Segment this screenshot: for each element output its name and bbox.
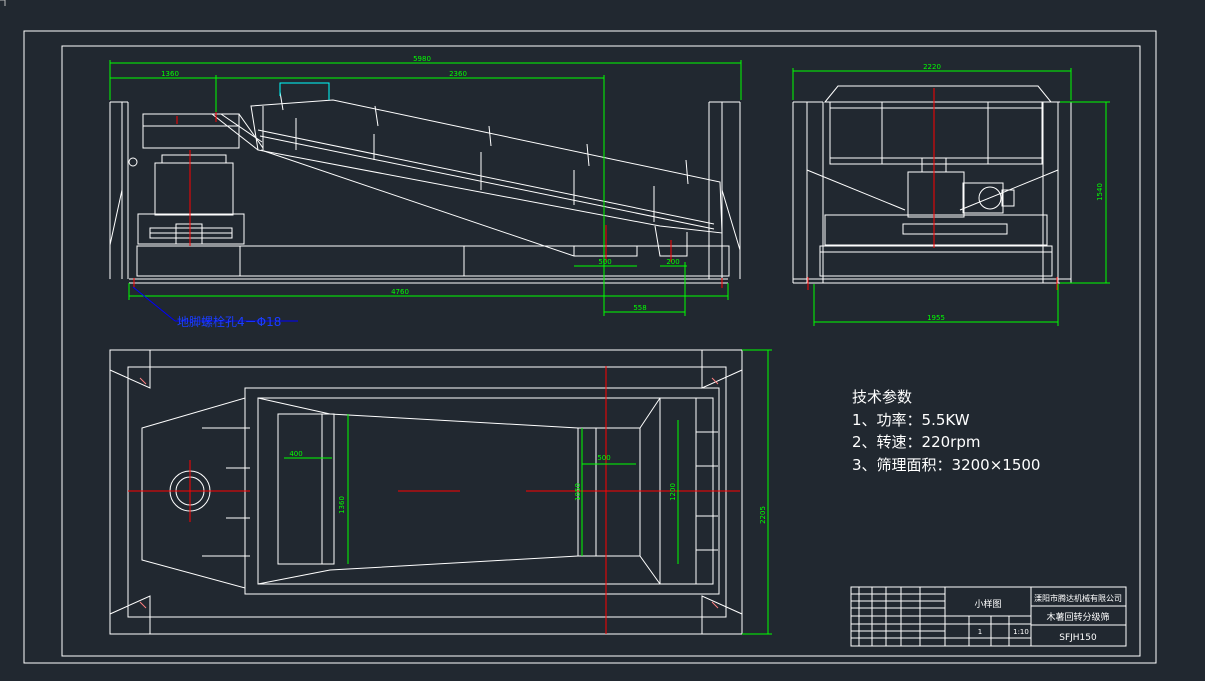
end-view: 2220 1955 1540 [792, 63, 1110, 326]
dim-side-offset: 558 [633, 304, 646, 312]
plan-view: 400 1360 500 1050 1200 2205 [109, 349, 772, 635]
dim-plan-inlet-w: 400 [289, 450, 302, 458]
dim-side-outlet1: 500 [598, 258, 611, 266]
sheet-border [0, 0, 1157, 664]
dim-side-left: 1360 [161, 70, 179, 78]
title-scale: 1:10 [1013, 628, 1029, 636]
dim-end-height: 1540 [1096, 183, 1104, 201]
title-block: 小样图 溧阳市腾达机械有限公司 木薯回转分级筛 SFJH150 1 1:10 [850, 586, 1127, 647]
title-company: 溧阳市腾达机械有限公司 [1034, 593, 1122, 603]
tech-param-speed: 2、转速：220rpm [852, 433, 981, 451]
dim-end-top: 2220 [923, 63, 941, 71]
tech-param-area: 3、筛理面积：3200×1500 [852, 455, 1041, 474]
title-drawing-name: 木薯回转分级筛 [1046, 611, 1109, 623]
dim-plan-frame-h: 1200 [669, 483, 677, 501]
tech-param-power: 1、功率：5.5KW [852, 410, 970, 429]
dim-side-total: 5980 [413, 55, 431, 63]
tech-params-title: 技术参数 [852, 388, 913, 406]
title-quantity: 1 [978, 628, 982, 636]
dim-plan-outlet-h: 1050 [574, 483, 582, 501]
tech-params: 技术参数 1、功率：5.5KW 2、转速：220rpm 3、筛理面积：3200×… [852, 386, 1040, 476]
anchor-bolt-note: 地脚螺栓孔4－Φ18 [177, 314, 281, 329]
dim-plan-outlet-w: 500 [597, 454, 610, 462]
dim-plan-total-h: 2205 [759, 506, 767, 524]
dim-plan-inlet-h: 1360 [338, 496, 346, 514]
side-view: 5980 1360 2360 4760 500 200 558 地脚螺栓孔4－Φ… [109, 55, 742, 329]
dim-side-base: 4760 [391, 288, 409, 296]
title-stage: 小样图 [974, 598, 1001, 610]
dim-side-mid: 2360 [449, 70, 467, 78]
dim-side-outlet2: 200 [666, 258, 679, 266]
title-model: SFJH150 [1059, 633, 1097, 643]
dim-end-bottom: 1955 [927, 314, 945, 322]
